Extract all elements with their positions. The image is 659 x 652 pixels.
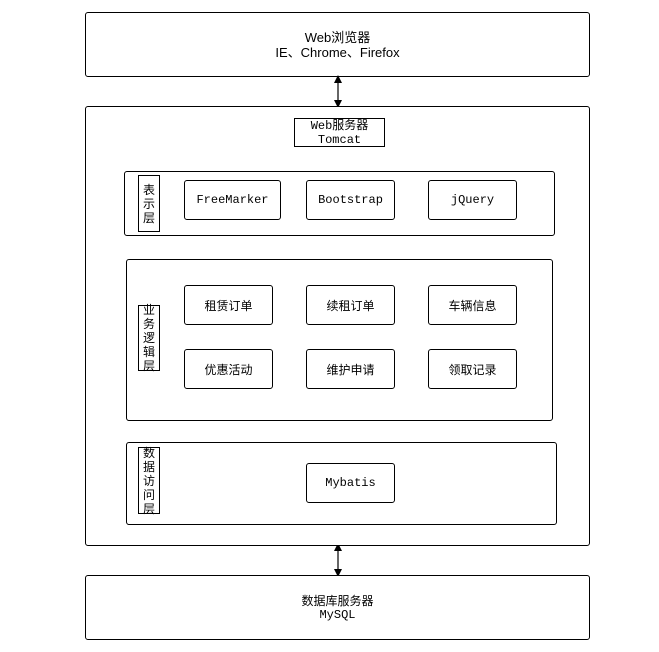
business-layer-box (126, 259, 553, 421)
web-server-subtitle: Tomcat (317, 132, 362, 147)
mybatis-box: Mybatis (306, 463, 395, 503)
data-access-layer-label: 数据访问层 (138, 446, 160, 516)
db-server-box: 数据库服务器 MySQL (85, 575, 590, 640)
rental-order-box: 租赁订单 (184, 285, 273, 325)
vehicle-info-box: 车辆信息 (428, 285, 517, 325)
freemarker-box: FreeMarker (184, 180, 281, 220)
db-server-title: 数据库服务器 (301, 593, 374, 608)
browser-title: Web浏览器 (304, 29, 371, 45)
web-server-title: Web服务器 (310, 118, 369, 133)
business-layer-label: 业务逻辑层 (138, 303, 160, 373)
db-server-name: MySQL (319, 607, 356, 622)
jquery-box: jQuery (428, 180, 517, 220)
bootstrap-box: Bootstrap (306, 180, 395, 220)
promotion-box: 优惠活动 (184, 349, 273, 389)
web-server-title-box: Web服务器 Tomcat (294, 118, 385, 147)
browser-box: Web浏览器 IE、Chrome、Firefox (85, 12, 590, 77)
pickup-record-box: 领取记录 (428, 349, 517, 389)
presentation-layer-label: 表示层 (138, 175, 160, 232)
browser-list: IE、Chrome、Firefox (275, 44, 400, 60)
renewal-order-box: 续租订单 (306, 285, 395, 325)
maintenance-request-box: 维护申请 (306, 349, 395, 389)
